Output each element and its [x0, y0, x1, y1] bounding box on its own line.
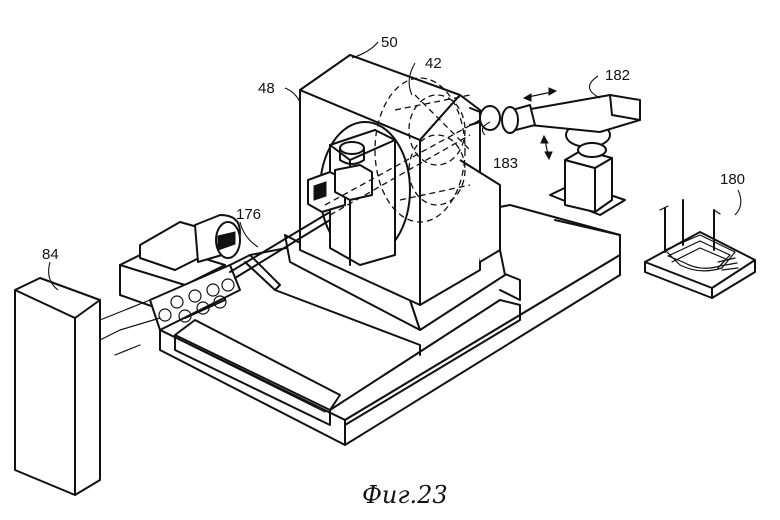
label-84: 84	[42, 246, 59, 263]
leader-42	[408, 62, 416, 96]
label-182: 182	[605, 67, 630, 84]
leader-176	[239, 221, 259, 248]
leader-180	[734, 189, 742, 216]
label-48: 48	[258, 80, 275, 97]
figure-caption: Фиг.23	[362, 481, 448, 509]
label-42: 42	[425, 55, 442, 72]
coil-fixture-180	[644, 199, 756, 299]
leader-50	[351, 41, 379, 59]
main-housing	[284, 54, 506, 331]
wall-84	[14, 277, 161, 496]
feed-rollers	[158, 278, 235, 323]
robot-182	[469, 87, 641, 216]
leader-183	[481, 121, 491, 136]
feed-unit	[119, 211, 331, 331]
label-176: 176	[236, 206, 261, 223]
label-50: 50	[381, 34, 398, 51]
label-183: 183	[493, 155, 518, 172]
leader-48	[284, 87, 301, 103]
leader-182	[588, 75, 601, 99]
leader-84	[48, 261, 59, 291]
label-180: 180	[720, 171, 745, 188]
leader-lines	[48, 41, 742, 291]
